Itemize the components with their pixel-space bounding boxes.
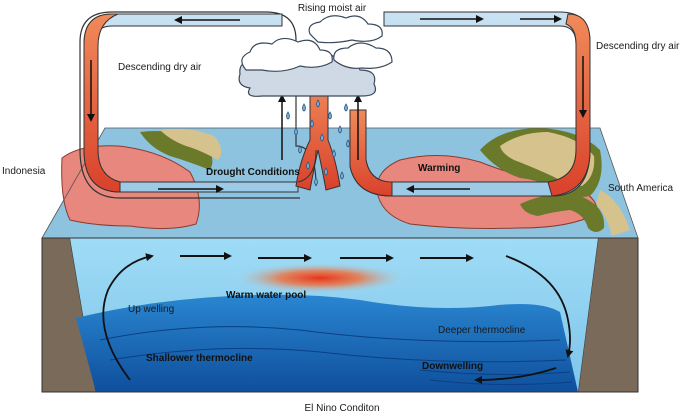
warming-label: Warming	[418, 163, 460, 174]
drought-label: Drought Conditions	[206, 167, 300, 178]
upwelling-label: Up welling	[128, 304, 174, 315]
rising-air-label: Rising moist air	[298, 3, 367, 14]
rain-drops	[286, 99, 350, 186]
air-cell-left-outer	[79, 11, 317, 199]
ocean-box-outline	[41, 237, 639, 393]
downwelling-arrow-right	[505, 255, 574, 358]
thermocline-line-2	[109, 347, 567, 363]
indonesia-label: Indonesia	[2, 166, 46, 177]
downwelling-label: Downwelling	[422, 361, 483, 372]
deeper-thermocline-label: Deeper thermocline	[438, 325, 526, 336]
south-america-coast-tan	[596, 190, 630, 236]
warm-water-pool-label: Warm water pool	[226, 290, 306, 301]
indonesia-terrain-tan	[160, 128, 222, 160]
thermocline-line-1	[99, 326, 561, 343]
thermocline-line-3	[419, 369, 571, 376]
air-cell-right-hot	[547, 13, 591, 197]
thermocline-line-4	[429, 379, 573, 386]
deep-water	[76, 294, 578, 392]
descending-air-label-left: Descending dry air	[118, 62, 202, 73]
downwelling-arrow-bottom	[474, 367, 557, 384]
caption: El Nino Conditon	[304, 403, 379, 414]
air-cell-right-riser	[349, 109, 393, 197]
air-cell-left-hot	[83, 13, 121, 193]
south-america-coast-olive	[520, 194, 605, 232]
air-cell-center-left-join	[297, 149, 317, 183]
shallower-thermocline-label: Shallower thermocline	[146, 353, 253, 364]
south-america-label: South America	[608, 183, 673, 194]
upwelling-arrow	[102, 253, 154, 381]
descending-air-label-right: Descending dry air	[596, 41, 680, 52]
rain-cloud	[238, 15, 393, 97]
warm-water-pool-blob	[230, 262, 410, 294]
